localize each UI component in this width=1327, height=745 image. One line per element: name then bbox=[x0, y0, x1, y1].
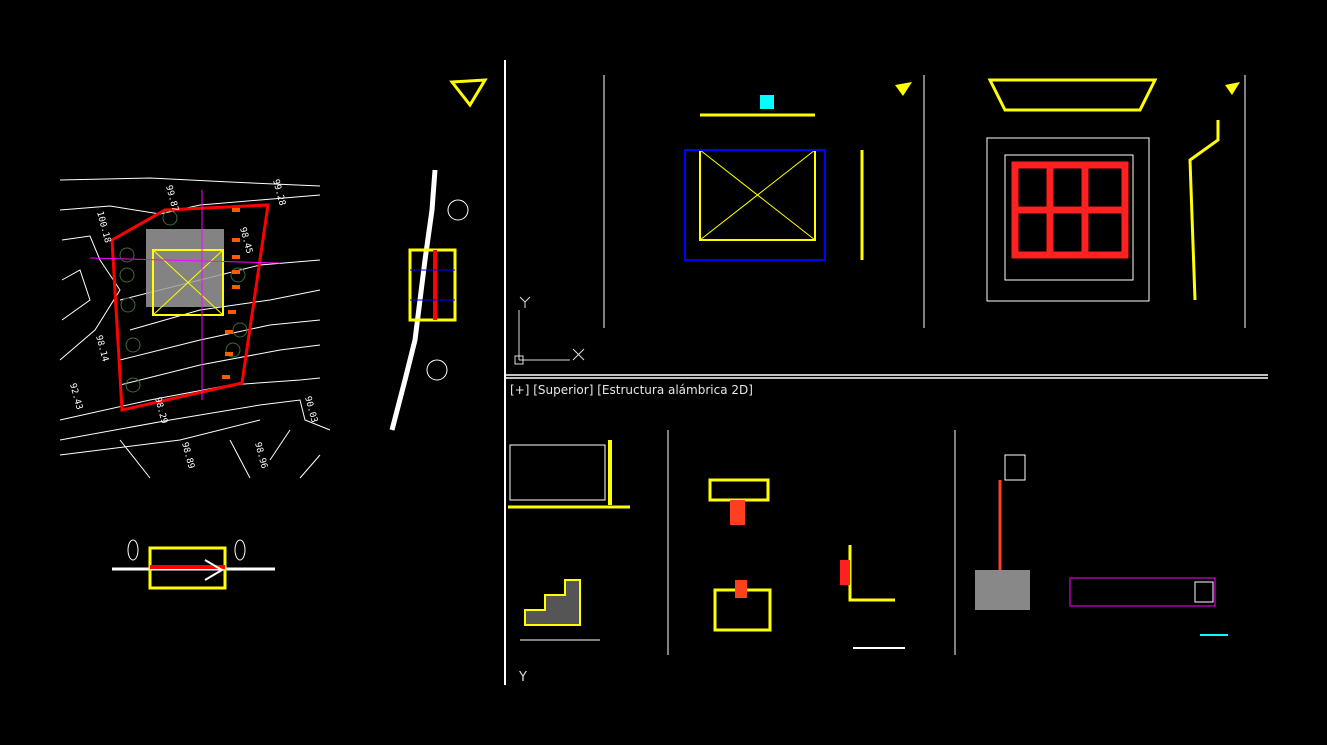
north-arrow-icon bbox=[895, 82, 912, 96]
viewport-borders bbox=[504, 60, 1268, 685]
ucs-icon bbox=[514, 296, 585, 365]
foundation-plan bbox=[986, 78, 1240, 302]
contour-label: 98.89 bbox=[179, 441, 196, 470]
north-arrow-icon bbox=[1225, 82, 1240, 95]
contour-label: 98.96 bbox=[252, 441, 269, 470]
contour-label: 99.28 bbox=[270, 178, 287, 207]
property-boundary bbox=[110, 203, 270, 412]
floor-plan bbox=[684, 82, 912, 261]
detail-drawings bbox=[508, 440, 1228, 649]
viewport-controls: [+] [Superior] [Estructura alámbrica 2D] bbox=[510, 383, 753, 397]
site-plan: 99.87 99.28 100.18 98.45 98.14 92.43 98.… bbox=[59, 177, 331, 479]
site-section bbox=[389, 78, 488, 431]
viewport-menu-button[interactable]: [+] bbox=[510, 383, 530, 397]
elevation bbox=[112, 539, 275, 590]
north-arrow-icon bbox=[449, 78, 488, 108]
view-control-button[interactable]: [Superior] bbox=[533, 383, 594, 397]
contour-label: 100.18 bbox=[94, 210, 112, 244]
contour-label: 92.43 bbox=[67, 382, 84, 411]
contour-label: 98.14 bbox=[93, 334, 110, 363]
ucs-y-label-bottom: Y bbox=[519, 670, 527, 685]
visual-style-button[interactable]: [Estructura alámbrica 2D] bbox=[597, 383, 753, 397]
